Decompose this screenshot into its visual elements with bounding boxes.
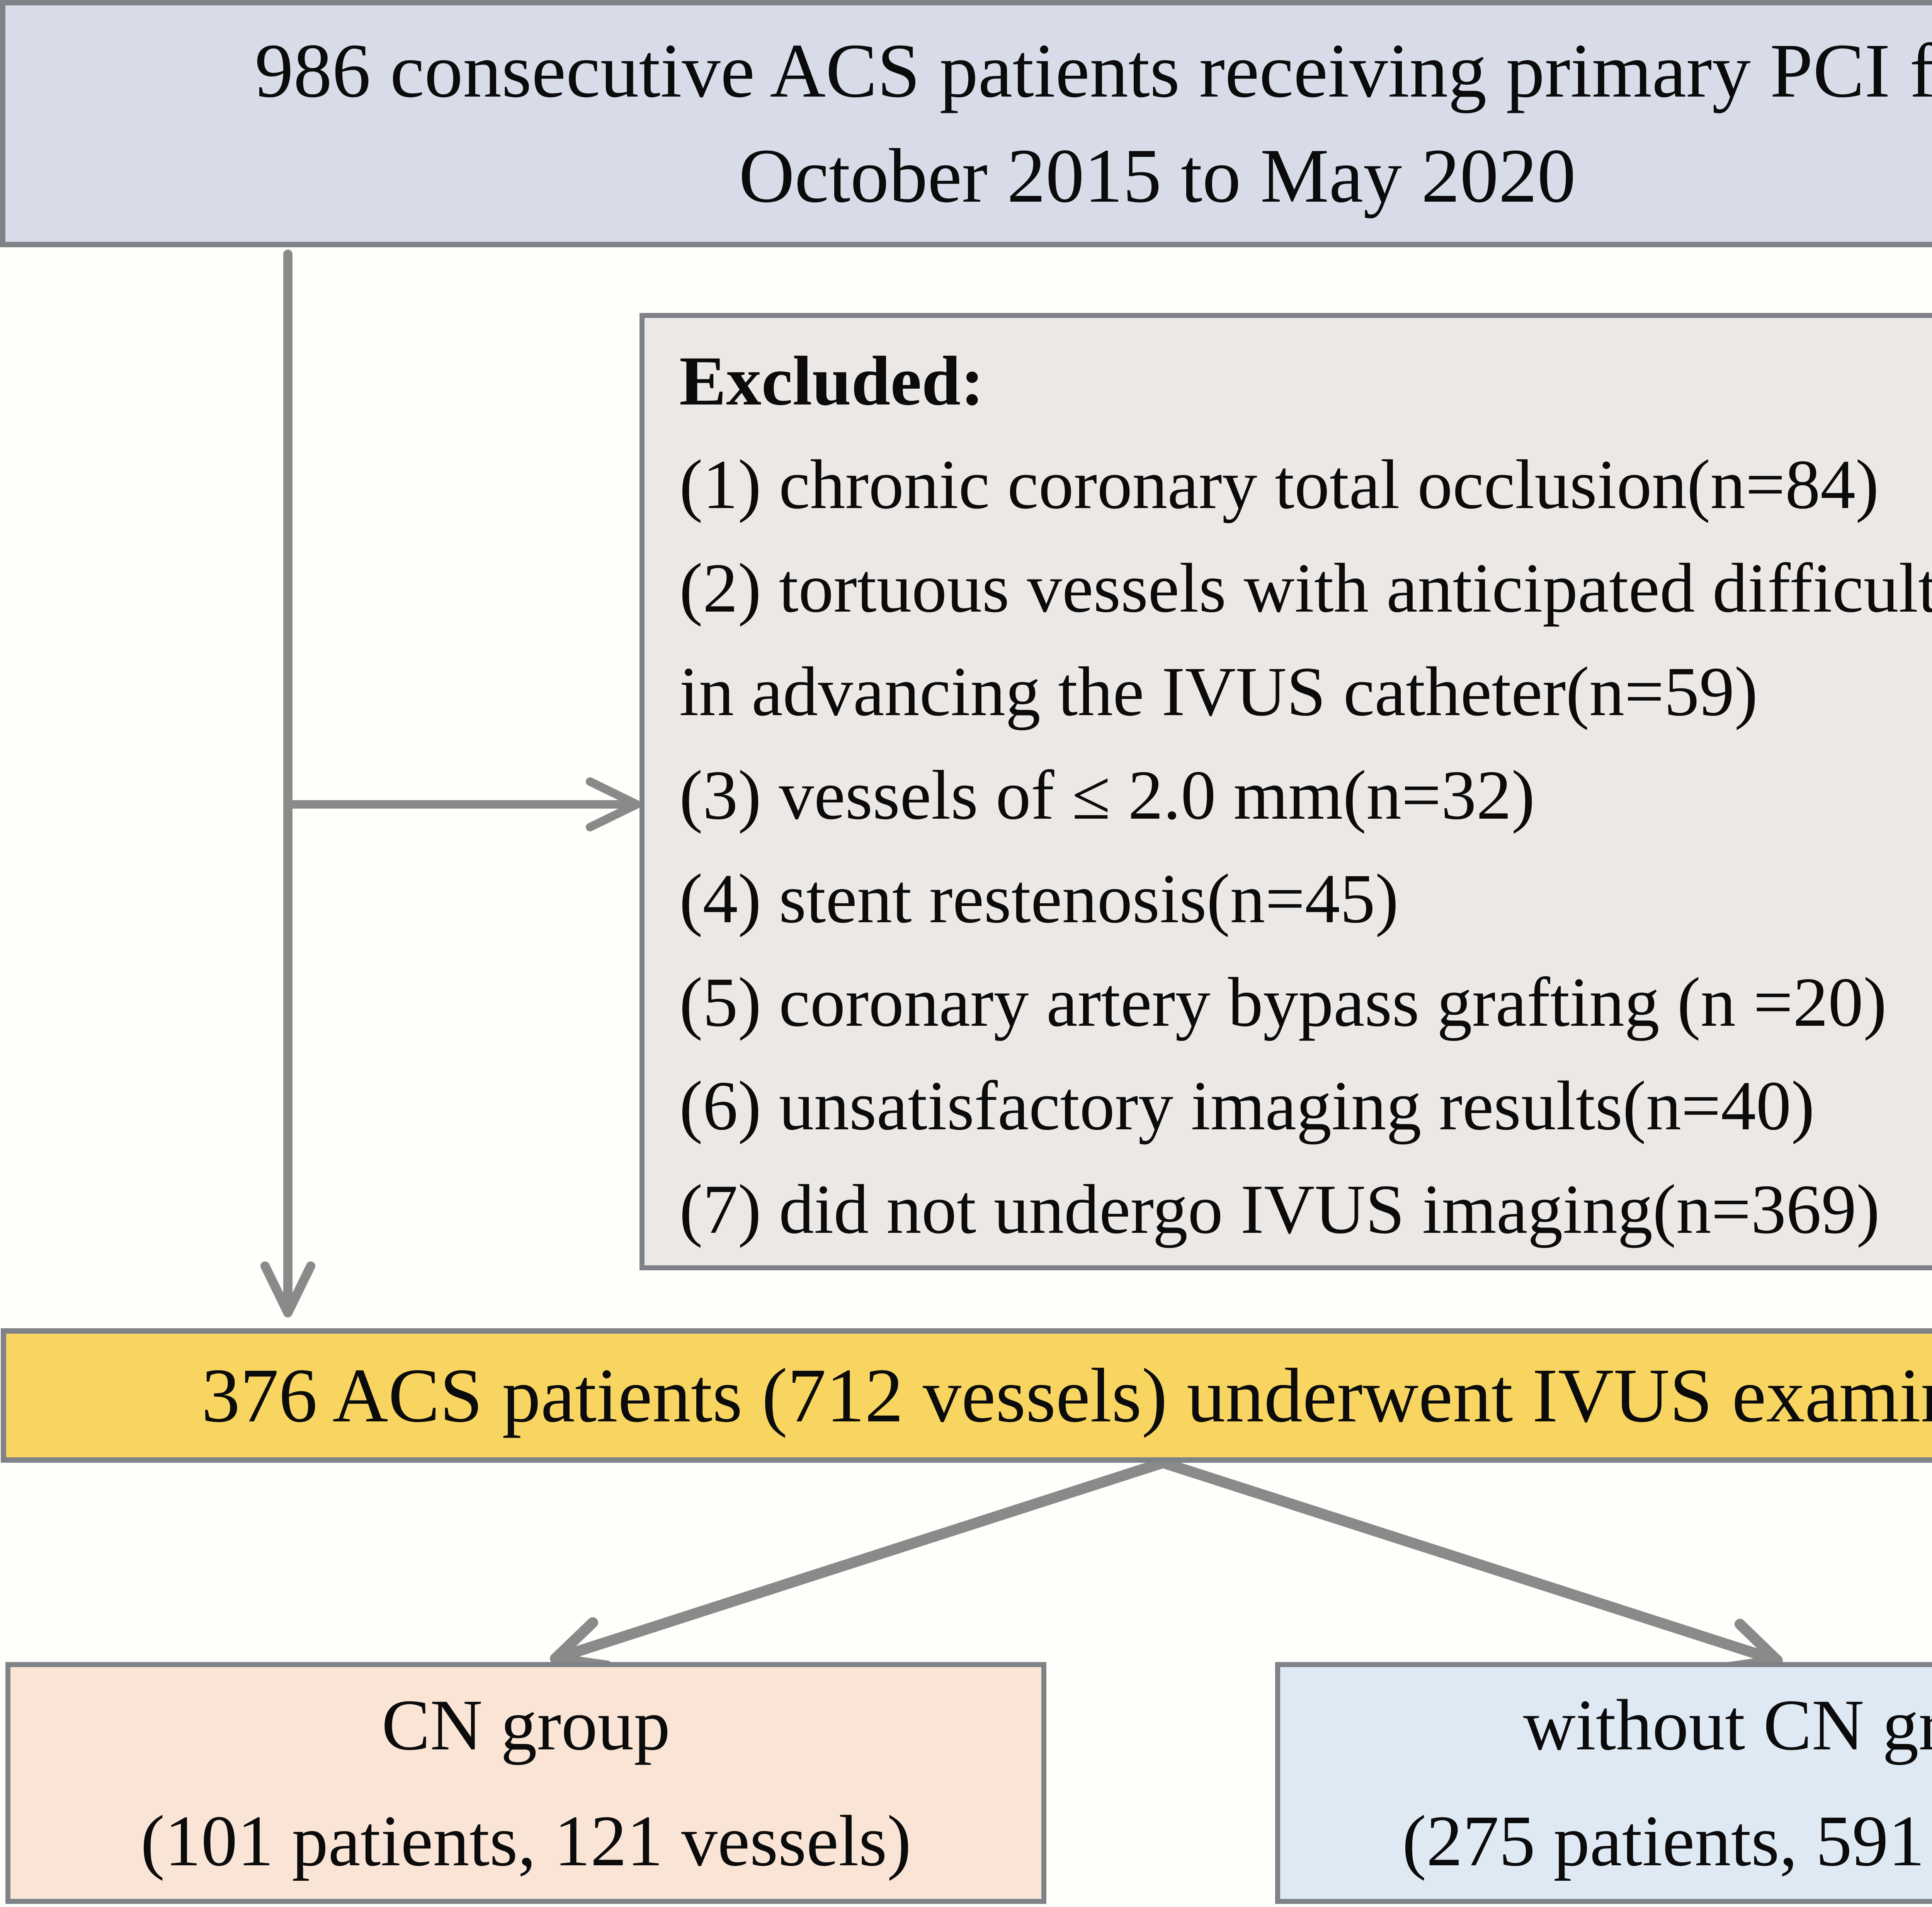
box-excluded: Excluded: (1) chronic coronary total occ… [639,313,1932,1270]
excluded-title: Excluded: [679,342,984,420]
box-enrollment: 986 consecutive ACS patients receiving p… [0,0,1932,247]
excluded-item: (1) chronic coronary total occlusion(n=8… [679,446,1879,523]
arrow-to-excluded [284,777,641,831]
excluded-item: in advancing the IVUS catheter(n=59) [679,653,1758,731]
arrow-ivus-to-cn [550,1457,1168,1671]
excluded-item: (5) coronary artery bypass grafting (n =… [679,964,1887,1041]
cn-group-line-2: (101 patients, 121 vessels) [140,1800,912,1881]
cn-group-line-1: CN group [381,1684,670,1765]
ivus-text: 376 ACS patients (712 vessels) underwent… [201,1353,1932,1438]
box-cn-group: CN group (101 patients, 121 vessels) [5,1662,1046,1904]
arrow-ivus-to-without-cn [1158,1457,1783,1673]
excluded-item: (2) tortuous vessels with anticipated di… [679,549,1932,627]
excluded-item: (7) did not undergo IVUS imaging(n=369) [679,1171,1880,1248]
enrollment-line-2: October 2015 to May 2020 [738,133,1576,219]
box-without-cn-group: without CN group (275 patients, 591 vess… [1275,1662,1932,1904]
without-cn-group-line-1: without CN group [1523,1684,1932,1765]
excluded-item: (4) stent restenosis(n=45) [679,860,1399,938]
excluded-item: (3) vessels of ≤ 2.0 mm(n=32) [679,756,1535,834]
enrollment-line-1: 986 consecutive ACS patients receiving p… [255,28,1932,114]
box-ivus-examination: 376 ACS patients (712 vessels) underwent… [1,1328,1932,1463]
without-cn-group-line-2: (275 patients, 591 vessels) [1402,1800,1932,1881]
excluded-item: (6) unsatisfactory imaging results(n=40) [679,1067,1815,1145]
arrow-enrollment-to-ivus [260,250,315,1317]
